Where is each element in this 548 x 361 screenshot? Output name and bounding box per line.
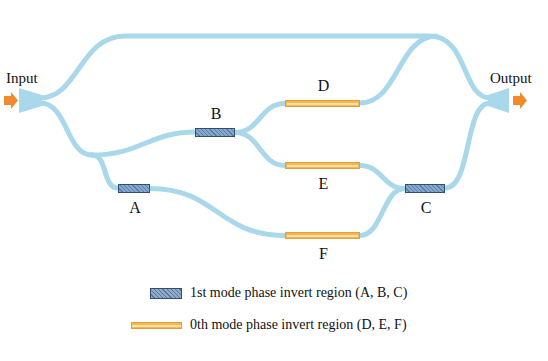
d-merge	[360, 36, 436, 103]
zeroth-mode-region: F	[285, 232, 360, 239]
input-taper	[19, 88, 42, 113]
output-taper	[488, 88, 509, 113]
waveguide-connector	[360, 166, 405, 189]
input-label: Input	[6, 70, 38, 87]
legend-entry: 1st mode phase invert region (A, B, C)	[150, 285, 407, 301]
region-letter: F	[319, 245, 328, 263]
c-to-output	[445, 103, 490, 188]
lower-branch	[40, 103, 92, 155]
region-letter: C	[421, 199, 432, 217]
region-letter: D	[318, 77, 330, 95]
region-letter: E	[319, 175, 329, 193]
waveguide-connector	[235, 104, 285, 133]
branch-to-b	[92, 132, 195, 155]
top-arm	[40, 36, 490, 98]
output-label: Output	[490, 70, 532, 87]
first-mode-region: A	[118, 184, 150, 193]
first-mode-region: C	[405, 184, 445, 193]
legend-swatch	[150, 288, 182, 299]
input-arrow	[4, 92, 18, 109]
region-letter: B	[211, 105, 222, 123]
zeroth-mode-region: E	[285, 162, 360, 169]
waveguide-connector	[360, 189, 405, 236]
first-mode-region: B	[195, 128, 235, 137]
region-letter: A	[129, 199, 141, 217]
zeroth-mode-region: D	[285, 100, 360, 107]
waveguide-connector	[235, 133, 285, 166]
output-arrow	[513, 92, 527, 109]
legend-text: 0th mode phase invert region (D, E, F)	[190, 317, 407, 333]
branch-to-a	[92, 155, 118, 188]
legend-text: 1st mode phase invert region (A, B, C)	[190, 285, 407, 301]
waveguide-connector	[150, 189, 285, 236]
legend-swatch	[131, 322, 182, 329]
legend-entry: 0th mode phase invert region (D, E, F)	[131, 317, 407, 333]
